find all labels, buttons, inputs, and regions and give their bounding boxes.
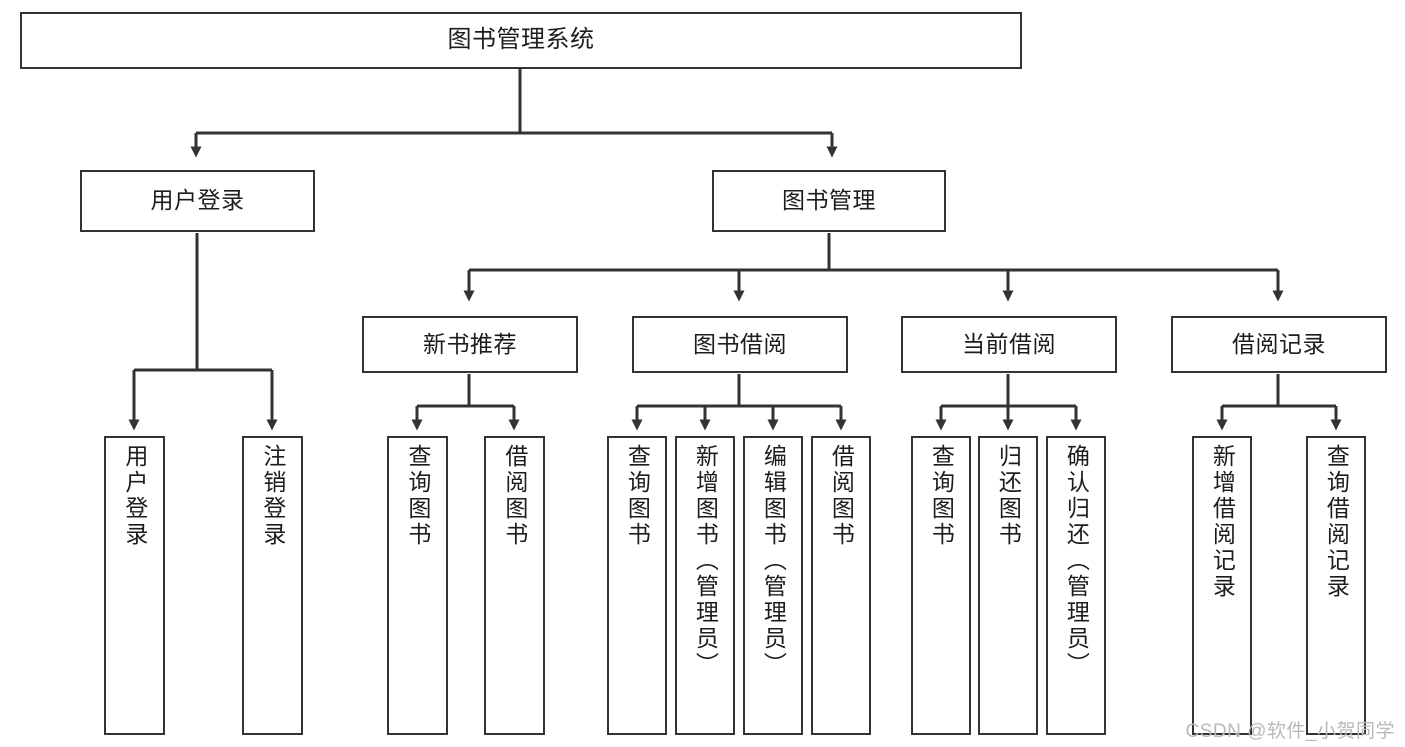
node-new-book-recommend[interactable]: 新书推荐: [362, 316, 578, 373]
node-label: 借阅记录: [1232, 330, 1326, 357]
leaf-newbook-query-books[interactable]: 查询图书: [387, 436, 448, 735]
node-root-library-system[interactable]: 图书管理系统: [20, 12, 1022, 69]
node-label: 当前借阅: [962, 330, 1056, 357]
node-label: 归还图书: [995, 444, 1022, 548]
node-label: 查询图书: [624, 444, 651, 548]
node-label: 图书管理: [782, 187, 876, 214]
node-label: 用户登录: [121, 444, 148, 548]
node-borrow-record[interactable]: 借阅记录: [1171, 316, 1387, 373]
leaf-bookborrow-edit-book-admin[interactable]: 编辑图书（管理员）: [743, 436, 803, 735]
leaf-currentborrow-query-books[interactable]: 查询图书: [911, 436, 971, 735]
leaf-user-login-signout[interactable]: 注销登录: [242, 436, 303, 735]
node-label: 查询图书: [928, 444, 955, 548]
node-book-management[interactable]: 图书管理: [712, 170, 946, 232]
node-label: 图书借阅: [693, 330, 787, 357]
node-label: 注销登录: [259, 444, 286, 548]
node-label: 借阅图书: [501, 444, 528, 548]
leaf-currentborrow-return-books[interactable]: 归还图书: [978, 436, 1038, 735]
node-user-login[interactable]: 用户登录: [80, 170, 315, 232]
watermark-csdn: CSDN @软件_小贺同学: [1185, 721, 1395, 742]
node-label: 编辑图书（管理员）: [760, 444, 787, 678]
leaf-user-login-signin[interactable]: 用户登录: [104, 436, 165, 735]
node-label: 图书管理系统: [447, 26, 595, 54]
node-label: 借阅图书: [828, 444, 855, 548]
node-label: 新书推荐: [423, 330, 517, 357]
node-label: 新增借阅记录: [1209, 444, 1236, 600]
node-label: 用户登录: [150, 187, 245, 214]
node-label: 查询图书: [404, 444, 431, 548]
node-book-borrow[interactable]: 图书借阅: [632, 316, 848, 373]
leaf-borrowrecord-query-record[interactable]: 查询借阅记录: [1306, 436, 1366, 735]
leaf-newbook-borrow-books[interactable]: 借阅图书: [484, 436, 545, 735]
leaf-bookborrow-query-books[interactable]: 查询图书: [607, 436, 667, 735]
node-label: 查询借阅记录: [1323, 444, 1350, 600]
node-current-borrow[interactable]: 当前借阅: [901, 316, 1117, 373]
leaf-bookborrow-add-book-admin[interactable]: 新增图书（管理员）: [675, 436, 735, 735]
leaf-bookborrow-borrow-books[interactable]: 借阅图书: [811, 436, 871, 735]
node-label: 新增图书（管理员）: [692, 444, 719, 678]
leaf-borrowrecord-add-record[interactable]: 新增借阅记录: [1192, 436, 1252, 735]
leaf-currentborrow-confirm-return-admin[interactable]: 确认归还（管理员）: [1046, 436, 1106, 735]
node-label: 确认归还（管理员）: [1063, 444, 1090, 678]
